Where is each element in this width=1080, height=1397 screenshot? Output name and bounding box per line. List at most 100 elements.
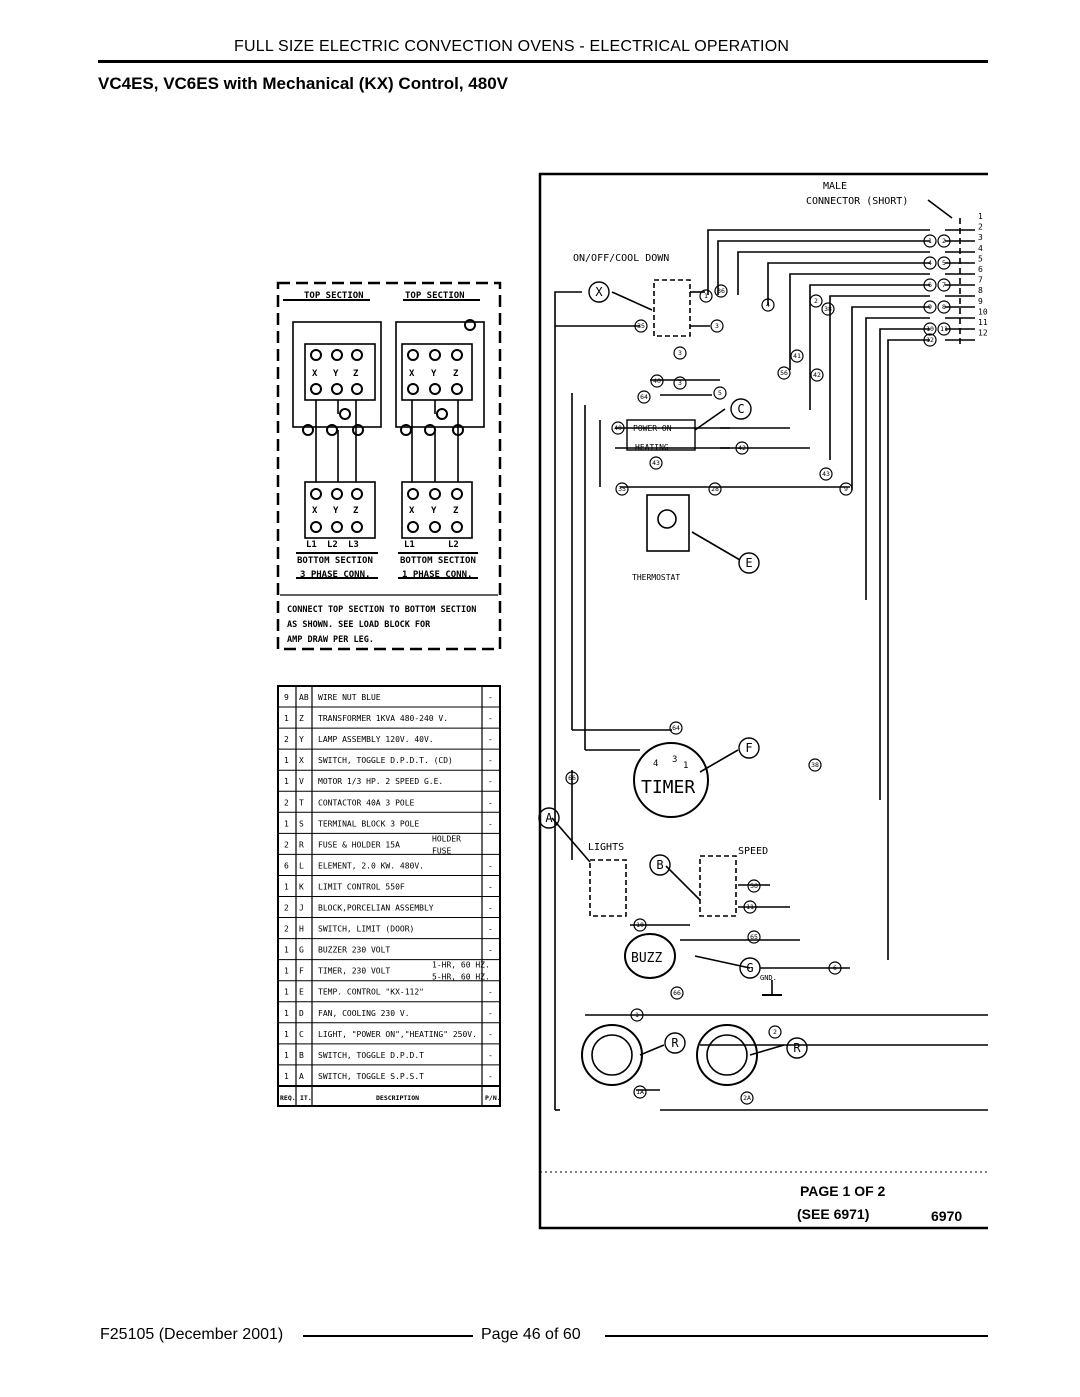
wire-5: 5 [718, 389, 722, 397]
parts-row-description: TIMER, 230 VOLT [318, 967, 390, 976]
parts-row-part-number: - [488, 714, 493, 723]
connector-pin-2: 2 [978, 223, 983, 232]
connector-pin-9: 9 [978, 297, 983, 306]
parts-row-part-number: - [488, 819, 493, 828]
callout-r-1: R [671, 1036, 679, 1050]
parts-row-part-number: - [488, 946, 493, 955]
wire-2: 2 [942, 237, 946, 245]
wire-12: 12 [926, 336, 934, 344]
buzzer-label: BUZZ [631, 951, 662, 966]
leg-l2-a: L2 [327, 540, 338, 550]
term-z-1: Z [353, 369, 359, 379]
parts-row-note: 1-HR, 60 HZ. [432, 961, 490, 970]
wire-43-right: 43 [822, 470, 830, 478]
term-x-2: X [409, 369, 415, 379]
wire-66-buzz: 66 [673, 989, 681, 997]
timer-label: TIMER [641, 777, 695, 798]
panel-note-1: CONNECT TOP SECTION TO BOTTOM SECTION [287, 605, 476, 615]
bottom-section-label-1: BOTTOM SECTION [297, 556, 373, 566]
parts-row-note: HOLDER [432, 834, 461, 843]
parts-row-part-number: - [488, 1072, 493, 1081]
callout-b: B [656, 858, 663, 872]
parts-row-part-number: - [488, 1051, 493, 1060]
parts-row-qty: 1 [284, 756, 289, 765]
parts-row-part-number: - [488, 777, 493, 786]
timer-terminal-1: 1 [683, 761, 688, 771]
page-header-title: FULL SIZE ELECTRIC CONVECTION OVENS - EL… [234, 38, 790, 55]
panel-note-2: AS SHOWN. SEE LOAD BLOCK FOR [287, 620, 431, 630]
parts-row-qty: 2 [284, 904, 289, 913]
parts-row-item: C [299, 1030, 304, 1039]
connection-panel [276, 281, 502, 651]
page-subtitle: VC4ES, VC6ES with Mechanical (KX) Contro… [98, 74, 508, 93]
parts-row-qty: 2 [284, 735, 289, 744]
term-x-4: X [409, 506, 415, 516]
parts-row-item: E [299, 988, 304, 997]
parts-row-qty: 6 [284, 861, 289, 870]
wire-10-lights: 10 [636, 921, 644, 929]
wire-11-speed: 11 [746, 903, 754, 911]
parts-row-part-number: - [488, 1009, 493, 1018]
parts-row-qty: 1 [284, 1072, 289, 1081]
power-on-label: POWER ON [633, 424, 672, 433]
lights-label: LIGHTS [588, 842, 624, 853]
parts-row-description: BLOCK,PORCELIAN ASSEMBLY [318, 904, 434, 913]
parts-row-qty: 1 [284, 1051, 289, 1060]
connector-pin-6: 6 [978, 265, 983, 274]
parts-row-part-number: - [488, 861, 493, 870]
term-x-3: X [312, 506, 318, 516]
parts-row-item: Y [299, 735, 304, 744]
parts-row-description: TEMP. CONTROL "KX-112" [318, 988, 424, 997]
parts-row-note-2: FUSE [432, 846, 451, 855]
leg-l3-a: L3 [348, 540, 359, 550]
heating-label: HEATING [635, 443, 669, 452]
parts-row-qty: 1 [284, 988, 289, 997]
term-z-4: Z [453, 506, 459, 516]
parts-row-item: K [299, 882, 304, 891]
parts-row-description: FAN, COOLING 230 V. [318, 1009, 410, 1018]
wire-1: 1 [928, 237, 932, 245]
parts-row-part-number: - [488, 882, 493, 891]
timer-terminal-4: 4 [653, 759, 658, 769]
header-rule [98, 60, 988, 63]
leg-l2-b: L2 [448, 540, 459, 550]
footer-document-id: F25105 (December 2001) [100, 1326, 284, 1343]
term-z-2: Z [453, 369, 459, 379]
parts-row-qty: 1 [284, 819, 289, 828]
parts-row-item: J [299, 904, 304, 913]
parts-row-description: SWITCH, TOGGLE D.P.D.T. (CD) [318, 756, 453, 765]
parts-row-qty: 1 [284, 967, 289, 976]
wire-4-mid: 4 [766, 301, 770, 309]
wire-43-lamp: 43 [652, 459, 660, 467]
callout-a: A [545, 811, 553, 825]
connector-pin-11: 11 [978, 318, 988, 327]
parts-row-description: LIGHT, "POWER ON","HEATING" 250V. [318, 1030, 477, 1039]
top-section-label-2: TOP SECTION [405, 291, 465, 301]
three-phase-label: 3 PHASE CONN. [300, 570, 370, 580]
term-y-1: Y [333, 369, 339, 379]
parts-row-item: X [299, 756, 304, 765]
parts-row-description: TERMINAL BLOCK 3 POLE [318, 819, 419, 828]
callout-c: C [737, 402, 744, 416]
callout-x: X [595, 285, 603, 299]
male-connector-label-2: CONNECTOR (SHORT) [806, 196, 908, 207]
wire-56: 56 [780, 369, 788, 377]
schematic-frame [538, 172, 988, 1230]
parts-row-description: SWITCH, TOGGLE D.P.D.T [318, 1051, 424, 1060]
wire-42-top: 42 [813, 371, 821, 379]
wire-2-lamp: 2 [773, 1028, 777, 1036]
parts-row-item: S [299, 819, 304, 828]
parts-row-qty: 1 [284, 946, 289, 955]
timer-terminal-3: 3 [672, 755, 677, 765]
wire-66-left: 66 [568, 774, 576, 782]
wire-41: 41 [793, 352, 801, 360]
parts-row-qty: 1 [284, 882, 289, 891]
wire-35-therm: 35 [618, 485, 626, 493]
parts-row-description: TRANSFORMER 1KVA 480-240 V. [318, 714, 448, 723]
connector-pin-5: 5 [978, 254, 983, 263]
parts-row-part-number: - [488, 756, 493, 765]
wire-3-low: 3 [678, 379, 682, 387]
wire-64-timer: 64 [672, 724, 680, 732]
callout-f: F [745, 741, 752, 755]
